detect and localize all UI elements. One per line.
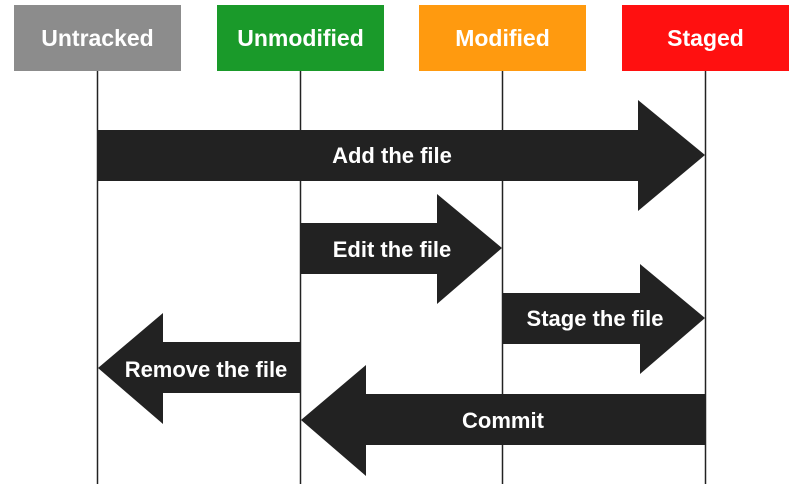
arrow-edit-label: Edit the file (333, 237, 452, 262)
state-staged: Staged (622, 5, 789, 71)
arrow-commit-label: Commit (462, 408, 545, 433)
state-untracked: Untracked (14, 5, 181, 71)
arrow-add-the-file (98, 100, 705, 211)
arrow-stage-label: Stage the file (527, 306, 664, 331)
arrow-remove-label: Remove the file (125, 357, 288, 382)
arrow-commit (301, 365, 705, 476)
arrow-stage-the-file (503, 264, 705, 374)
arrow-add-label: Add the file (332, 143, 452, 168)
arrow-edit-the-file (301, 194, 502, 304)
arrow-remove-the-file (98, 313, 300, 424)
state-unmodified: Unmodified (217, 5, 384, 71)
state-modified: Modified (419, 5, 586, 71)
